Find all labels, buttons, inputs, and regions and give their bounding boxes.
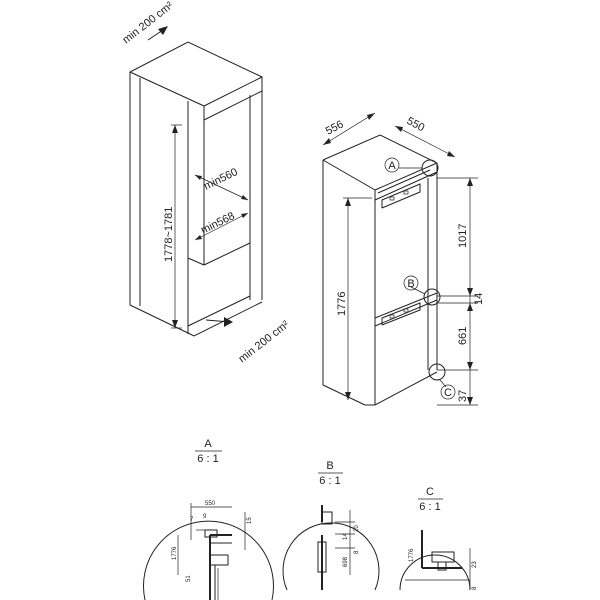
width-min-line: [194, 174, 249, 201]
appliance-width-label: 556: [324, 118, 346, 137]
detail-b-698: 698: [343, 556, 349, 567]
dim-gap-label: 14: [473, 293, 485, 305]
detail-a: A 6 : 1 550 7 9 15 1776 51: [143, 438, 274, 600]
width-min-label: min560: [202, 166, 240, 193]
niche-top-outline: [129, 41, 263, 90]
marker-a-badge: [384, 157, 400, 173]
depth-min-line: [194, 212, 249, 241]
detail-b-scale: 6 : 1: [319, 475, 340, 487]
detail-b-20: 20: [354, 525, 360, 532]
dim-bottom-label: 37: [457, 390, 469, 402]
bottom-vent-arrow-icon: [224, 317, 233, 327]
detail-a-circle-outline: [143, 520, 274, 600]
detail-a-51: 51: [186, 575, 192, 582]
detail-a-9: 9: [203, 514, 207, 520]
bottom-vent-label: min 200 cm²: [236, 318, 291, 365]
marker-c-badge: [440, 384, 456, 400]
detail-c-title: C: [426, 486, 434, 498]
dim-lower-label: 661: [457, 327, 469, 345]
marker-a-label: A: [388, 160, 396, 172]
depth-dim-line: [394, 125, 456, 158]
detail-b-circle: [423, 288, 441, 306]
detail-c-1776: 1776: [409, 548, 415, 562]
detail-a-7: 7: [190, 517, 194, 523]
marker-b-badge: [403, 275, 419, 291]
top-vent-arrow-icon: [158, 26, 168, 35]
appliance-top-outline: [322, 134, 438, 170]
detail-c-23: 23: [472, 561, 478, 568]
detail-a-1776: 1776: [172, 546, 178, 560]
detail-a-title: A: [204, 438, 212, 450]
appliance-drawing: A B C 556 550 1776 1017 14 661 37: [322, 112, 485, 406]
niche-height-label: 1778~1781: [163, 207, 175, 262]
detail-a-550: 550: [205, 501, 216, 507]
top-hinge-icon: [381, 183, 421, 209]
dim-upper-label: 1017: [457, 224, 469, 248]
marker-c-label: C: [444, 387, 452, 399]
middle-hinge-icon: [381, 302, 421, 326]
detail-c: C 6 : 1 1776 23 8: [399, 486, 478, 591]
detail-c-circle: [428, 363, 446, 381]
marker-b-label: B: [407, 278, 414, 290]
detail-c-circle-outline: [399, 554, 471, 591]
width-dim-line: [322, 112, 376, 146]
appliance-height-label: 1776: [336, 292, 348, 316]
niche-drawing: min 200 cm² min 200 cm² 1778~1781 min560…: [120, 0, 291, 365]
detail-b: B 6 : 1 20 14 8 698: [282, 460, 380, 591]
detail-b-8: 8: [354, 550, 360, 554]
detail-b-14: 14: [343, 533, 349, 540]
detail-c-scale: 6 : 1: [419, 501, 440, 513]
detail-b-circle-outline: [282, 522, 380, 591]
detail-b-title: B: [326, 460, 333, 472]
appliance-depth-label: 550: [405, 115, 427, 134]
detail-a-scale: 6 : 1: [197, 453, 218, 465]
depth-min-label: min568: [199, 210, 237, 237]
detail-a-15: 15: [247, 517, 253, 524]
detail-c-8: 8: [472, 586, 478, 590]
